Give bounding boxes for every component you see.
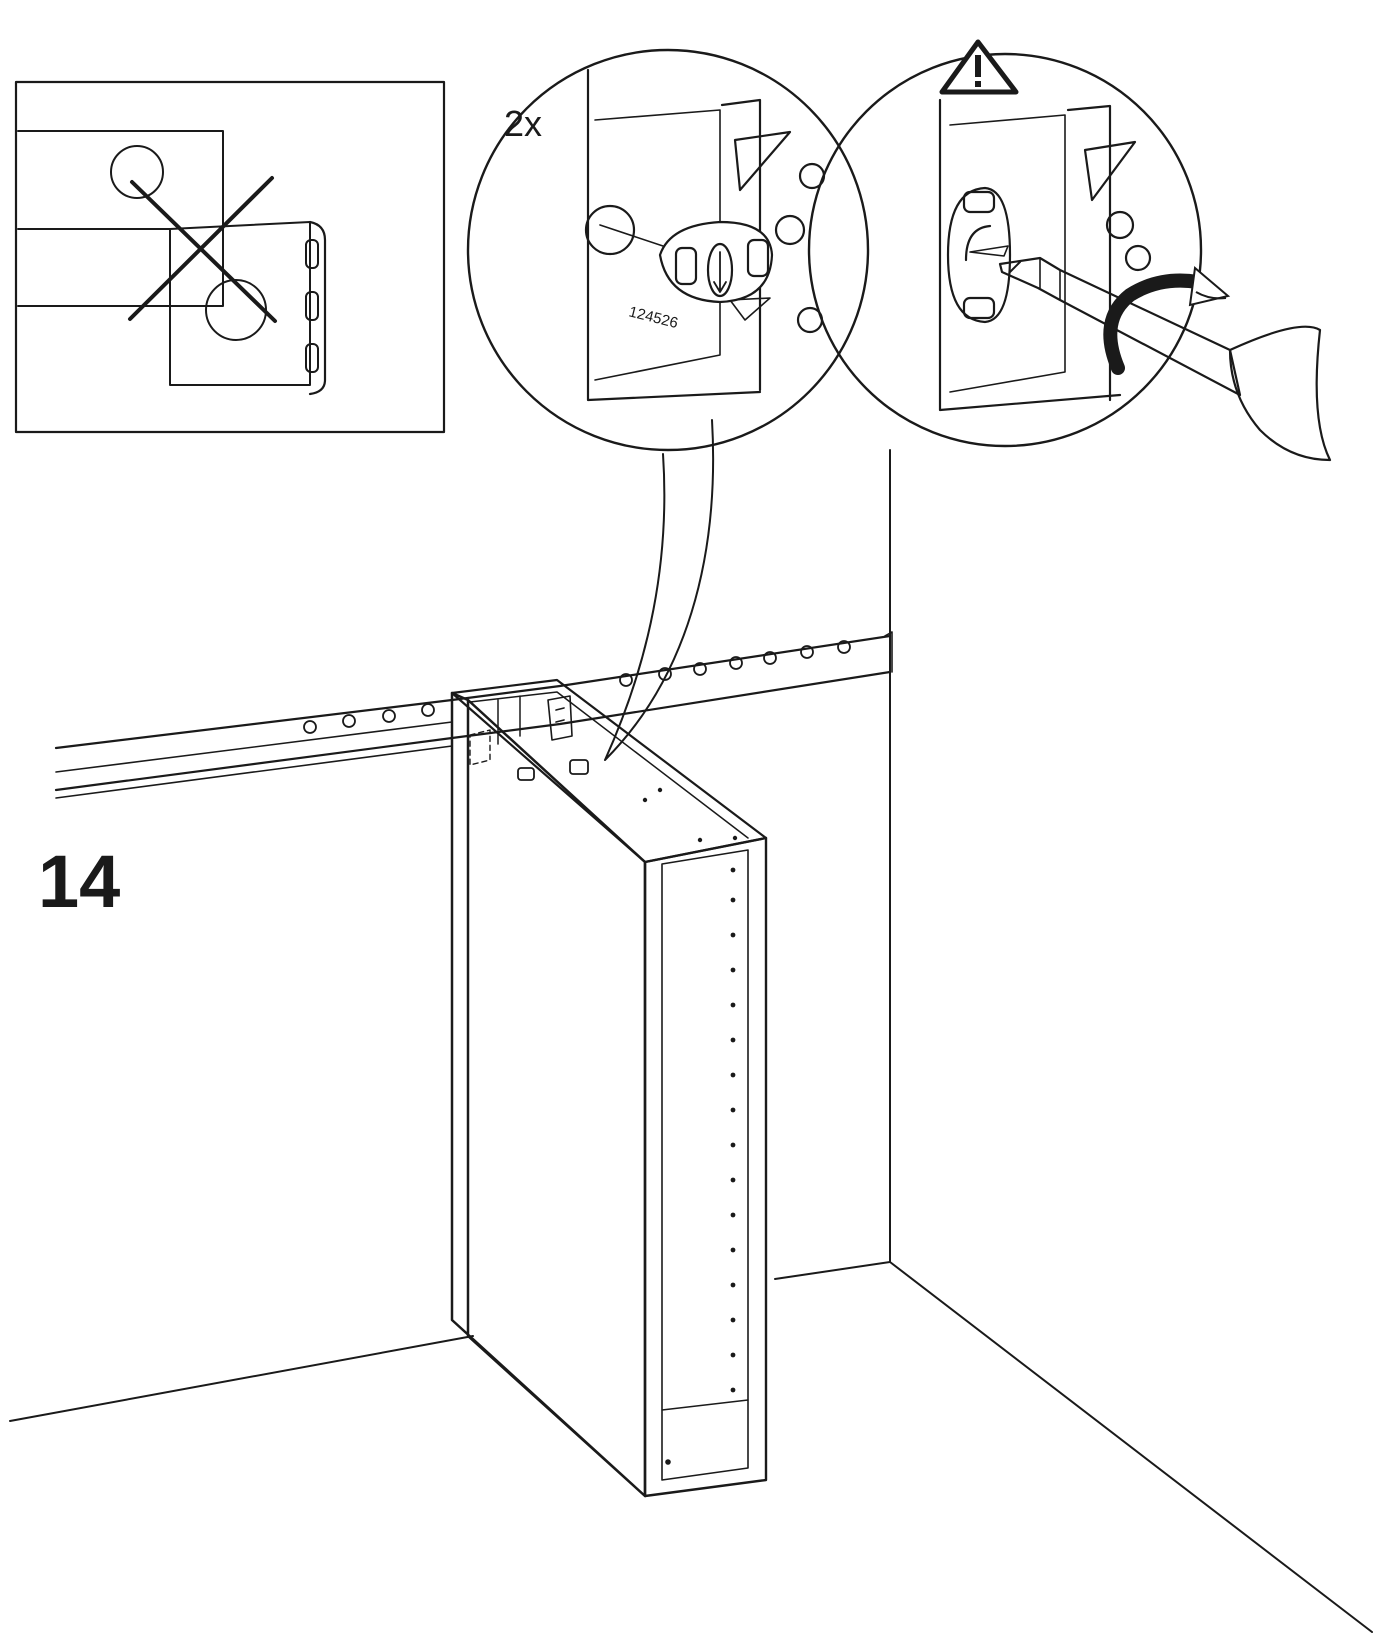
detail-leader [604,419,715,761]
mounting-bracket [547,695,573,741]
hanging-fittings [517,759,589,781]
cabinet-front-frame [643,836,768,1498]
rail-holes [303,640,851,734]
screwdriver-icon [998,256,1332,462]
part-number-label: 124526 [627,303,680,332]
cabinet-side-panel [450,691,647,1498]
rotate-arrow-icon [1103,266,1231,375]
shelf-holes [642,787,738,1465]
quantity-label: 2x [504,103,542,144]
detail-circle-placement: 2x 124526 [466,48,870,452]
wrong-way-inset [14,80,446,434]
cabinet-frame [450,678,768,1498]
warning-triangle-icon [939,39,1019,95]
detail-circle-tighten [807,39,1203,448]
cross-out-icon [128,176,277,323]
step-number: 14 [38,840,120,923]
suspension-rail [54,631,893,799]
cabinet-top-opening [450,678,768,864]
room [9,449,1373,1633]
